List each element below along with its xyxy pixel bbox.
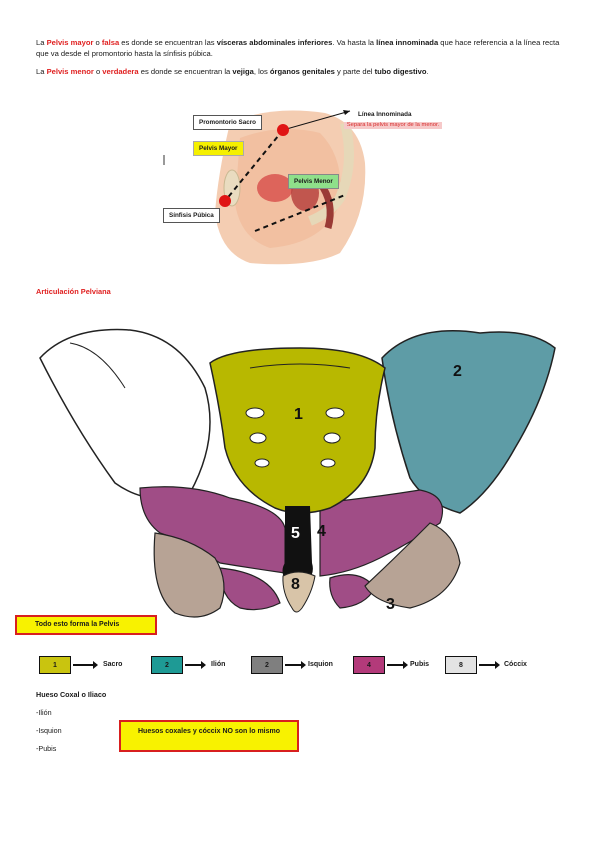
arrow-right-icon — [495, 661, 500, 669]
label-num-1: 1 — [294, 406, 303, 423]
sinfisis-point — [219, 195, 231, 207]
coccix — [282, 571, 316, 613]
term-pelvis-menor: Pelvis menor — [46, 67, 94, 76]
promontorio-point — [277, 124, 289, 136]
coxal-item-ilion: -Ilión — [36, 708, 52, 717]
section-title: Articulación Pelviana — [36, 287, 111, 296]
coxal-title: Hueso Coxal o Iliaco — [36, 690, 107, 699]
pelvis-menor-dashed — [254, 194, 346, 232]
isquion-right — [364, 522, 461, 609]
legend-box-sacro: 1 — [39, 656, 71, 674]
label-pelvis-menor: Pelvis Menor — [288, 174, 339, 189]
ilion-left-line — [69, 342, 126, 389]
legend-box-ilion: 2 — [151, 656, 183, 674]
coxal-item-isquion: -Isquion — [36, 726, 62, 735]
arrow-right-icon — [93, 661, 98, 669]
term-verdadera: verdadera — [102, 67, 139, 76]
pelvis-bones-figure: 1 2 3 4 5 8 — [30, 318, 570, 643]
callout-pelvis: Todo esto forma la Pelvis — [15, 615, 157, 635]
term-falsa: falsa — [101, 38, 120, 47]
label-linea: Línea Innominada — [358, 111, 412, 118]
arrow-right-icon — [387, 664, 405, 666]
coxal-item-pubis: -Pubis — [36, 744, 57, 753]
arrow-right-icon — [301, 661, 306, 669]
isquion-left — [153, 532, 225, 618]
label-num-5: 5 — [291, 525, 300, 542]
callout-coxal: Huesos coxales y cóccix NO son lo mismo — [119, 720, 299, 752]
foramen-1r — [325, 407, 345, 419]
organ-bladder — [257, 174, 293, 202]
arrow-head-icon — [343, 110, 350, 115]
pubis-right — [319, 489, 444, 577]
pelvis-sagittal-figure: Promontorio Sacro Pelvis Mayor Pelvis Me… — [160, 103, 450, 268]
sacro — [209, 347, 386, 514]
arrow-right-icon — [285, 664, 303, 666]
legend-label-coccix: Cóccix — [504, 661, 527, 668]
arrow-right-icon — [73, 664, 95, 666]
label-num-2: 2 — [453, 363, 462, 380]
pubis-lower-right — [329, 574, 376, 609]
intro-paragraph-1: La Pelvis mayor o falsa es donde se encu… — [36, 38, 560, 58]
legend-label-pubis: Pubis — [410, 661, 430, 668]
label-pelvis-mayor: Pelvis Mayor — [193, 141, 244, 156]
label-num-4: 4 — [317, 523, 326, 540]
legend-box-pubis: 4 — [353, 656, 385, 674]
foramen-3l — [254, 458, 270, 468]
arrow-right-icon — [403, 661, 408, 669]
term-pelvis-mayor: Pelvis mayor — [46, 38, 94, 47]
legend-box-isquion: 2 — [251, 656, 283, 674]
label-promontorio: Promontorio Sacro — [193, 115, 263, 130]
legend-box-coccix: 8 — [445, 656, 477, 674]
sacro-top-line — [249, 363, 351, 369]
pubis-lower-left — [219, 567, 281, 611]
arrow-right-icon — [185, 664, 203, 666]
ilion-left — [39, 328, 211, 500]
foramen-1l — [245, 407, 265, 419]
legend-label-ilion: Ilión — [211, 661, 226, 668]
sinfisis-black — [282, 506, 313, 580]
linea-arrow — [282, 110, 351, 131]
foramen-2r — [323, 432, 341, 444]
label-sinfisis: Sínfisis Púbica — [163, 208, 220, 223]
label-num-3: 3 — [386, 596, 395, 613]
ilion-right — [381, 330, 556, 514]
foramen-3r — [320, 458, 336, 468]
arrow-right-icon — [201, 661, 206, 669]
arrow-right-icon — [479, 664, 497, 666]
intro-paragraph-2: La Pelvis menor o verdadera es donde se … — [36, 67, 429, 76]
legend-label-sacro: Sacro — [103, 661, 123, 668]
linea-innominada-dashed — [224, 129, 284, 202]
label-num-8: 8 — [291, 576, 300, 593]
pubis-left — [139, 486, 286, 574]
pelvis-bones-illustration — [39, 328, 556, 618]
foramen-2l — [249, 432, 267, 444]
label-linea-note: Separa la pelvis mayor de la menor. — [344, 122, 442, 129]
legend-label-isquion: Isquion — [308, 661, 333, 668]
